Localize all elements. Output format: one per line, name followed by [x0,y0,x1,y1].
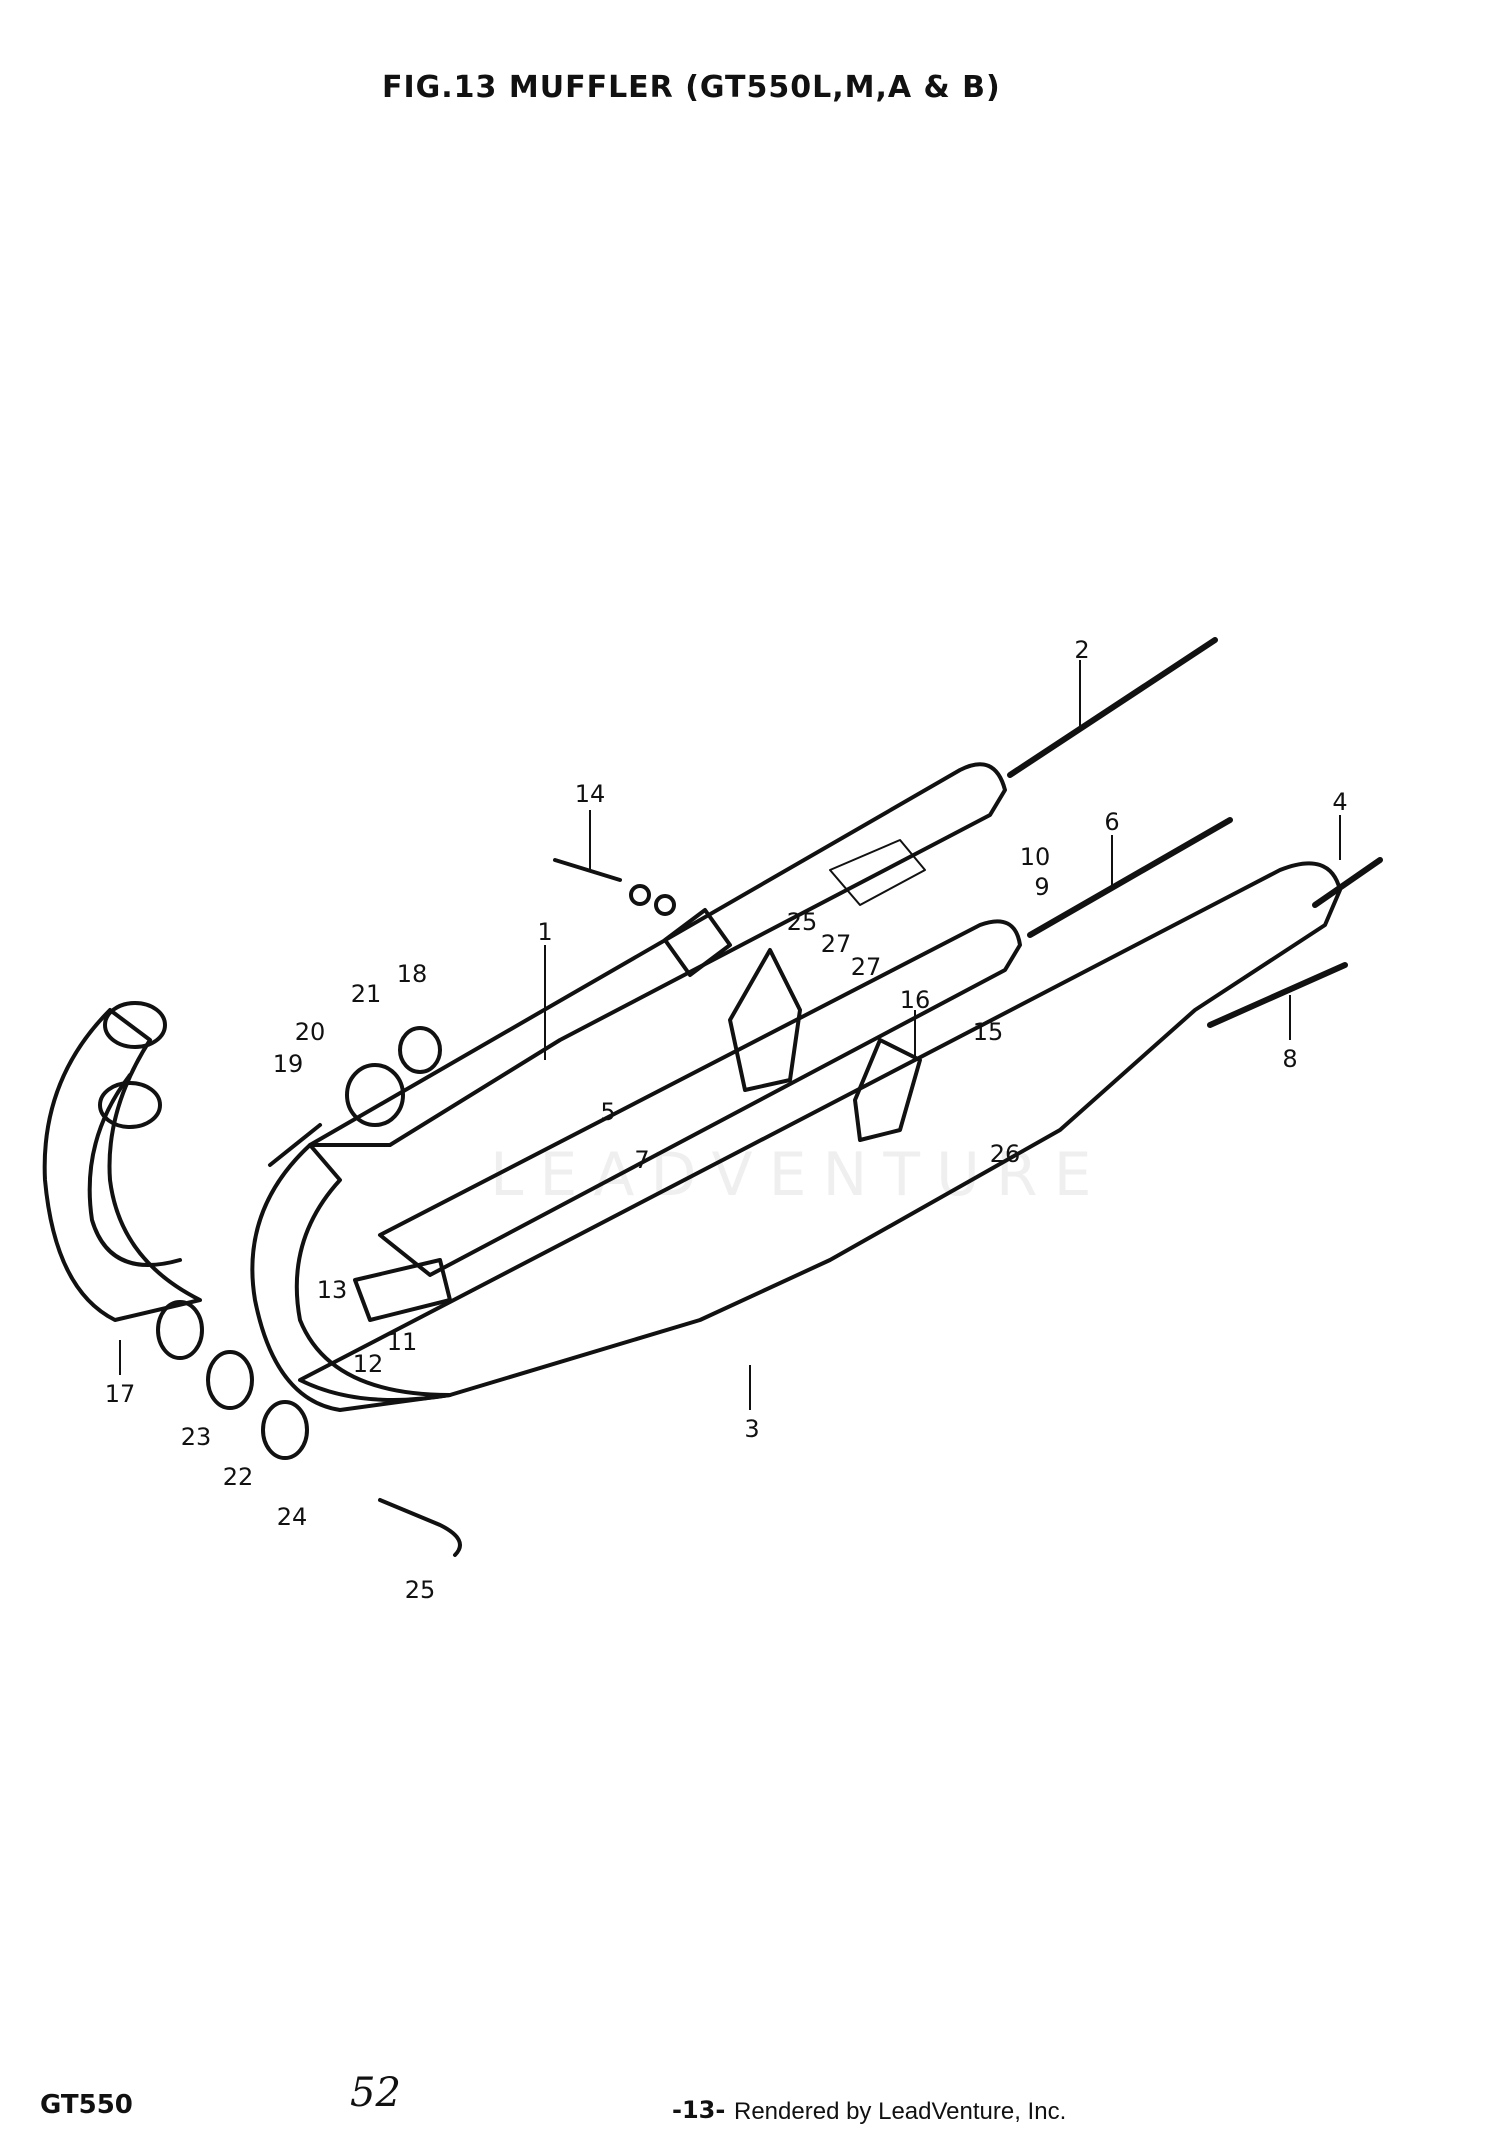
figure-title: FIG.13 MUFFLER (GT550L,M,A & B) [382,70,1001,105]
callout-label: 9 [1034,873,1049,901]
tailpipe-4 [1312,857,1383,908]
callout-label: 16 [900,986,931,1014]
washer-15 [629,884,651,906]
callout-label: 12 [353,1350,384,1378]
gasket-25b [261,1400,309,1460]
callout-label: 11 [387,1328,418,1356]
callout-label: 5 [600,1098,615,1126]
header-pipe-front [250,1143,452,1412]
callout-label: 3 [744,1415,759,1443]
upper-muffler [308,762,1007,1147]
gasket-24 [206,1350,254,1410]
callout-label: 8 [1282,1045,1297,1073]
mount-bracket-lower [853,1038,922,1142]
inner-muffler [378,919,1022,1277]
handwritten-number: 52 [350,2070,401,2116]
callout-label: 17 [105,1380,136,1408]
callout-label: 1 [537,918,552,946]
tailpipe-6 [1027,817,1233,938]
model-code: GT550 [40,2090,133,2120]
callout-label: 6 [1104,808,1119,836]
callout-label: 10 [1020,843,1051,871]
spring-26 [378,1498,462,1557]
upper-muffler-heatshield [829,839,926,906]
callout-label: 23 [181,1423,212,1451]
lower-muffler [298,861,1342,1402]
callout-label: 20 [295,1018,326,1046]
tailpipe-2 [1007,637,1218,778]
clamp-23 [345,1063,405,1127]
callout-label: 4 [1332,788,1347,816]
callout-label: 25 [787,908,818,936]
callout-label: 27 [851,953,882,981]
callout-label: 27 [821,930,852,958]
joint-clamp [353,1258,452,1322]
callout-label: 21 [351,980,382,1008]
callout-label: 25 [405,1576,436,1604]
watermark: LEADVENTURE [490,1140,1108,1210]
callout-label: 7 [634,1146,649,1174]
header-flange-lower [98,1081,162,1129]
clamp-ring-20 [398,1026,442,1074]
mount-bracket-upper [728,948,802,1092]
bolt-21 [268,1123,322,1167]
page-number: -13- [672,2096,726,2124]
callout-label: 22 [223,1463,254,1491]
tailpipe-8 [1207,962,1348,1028]
header-flange-upper [103,1001,167,1049]
bolt-14 [553,858,622,882]
callout-label: 26 [990,1140,1021,1168]
mount-plate [663,908,732,977]
callout-label: 14 [575,780,606,808]
gasket-25a [156,1300,204,1360]
render-credit: Rendered by LeadVenture, Inc. [734,2098,1067,2125]
washer-16 [654,894,676,916]
header-pipe-left-inner [87,1073,182,1267]
callout-label: 18 [397,960,428,988]
callout-label: 24 [277,1503,308,1531]
callout-label: 19 [273,1050,304,1078]
callout-label: 2 [1074,636,1089,664]
callout-label: 15 [973,1018,1004,1046]
header-pipe-left [42,1008,202,1322]
callout-label: 13 [317,1276,348,1304]
